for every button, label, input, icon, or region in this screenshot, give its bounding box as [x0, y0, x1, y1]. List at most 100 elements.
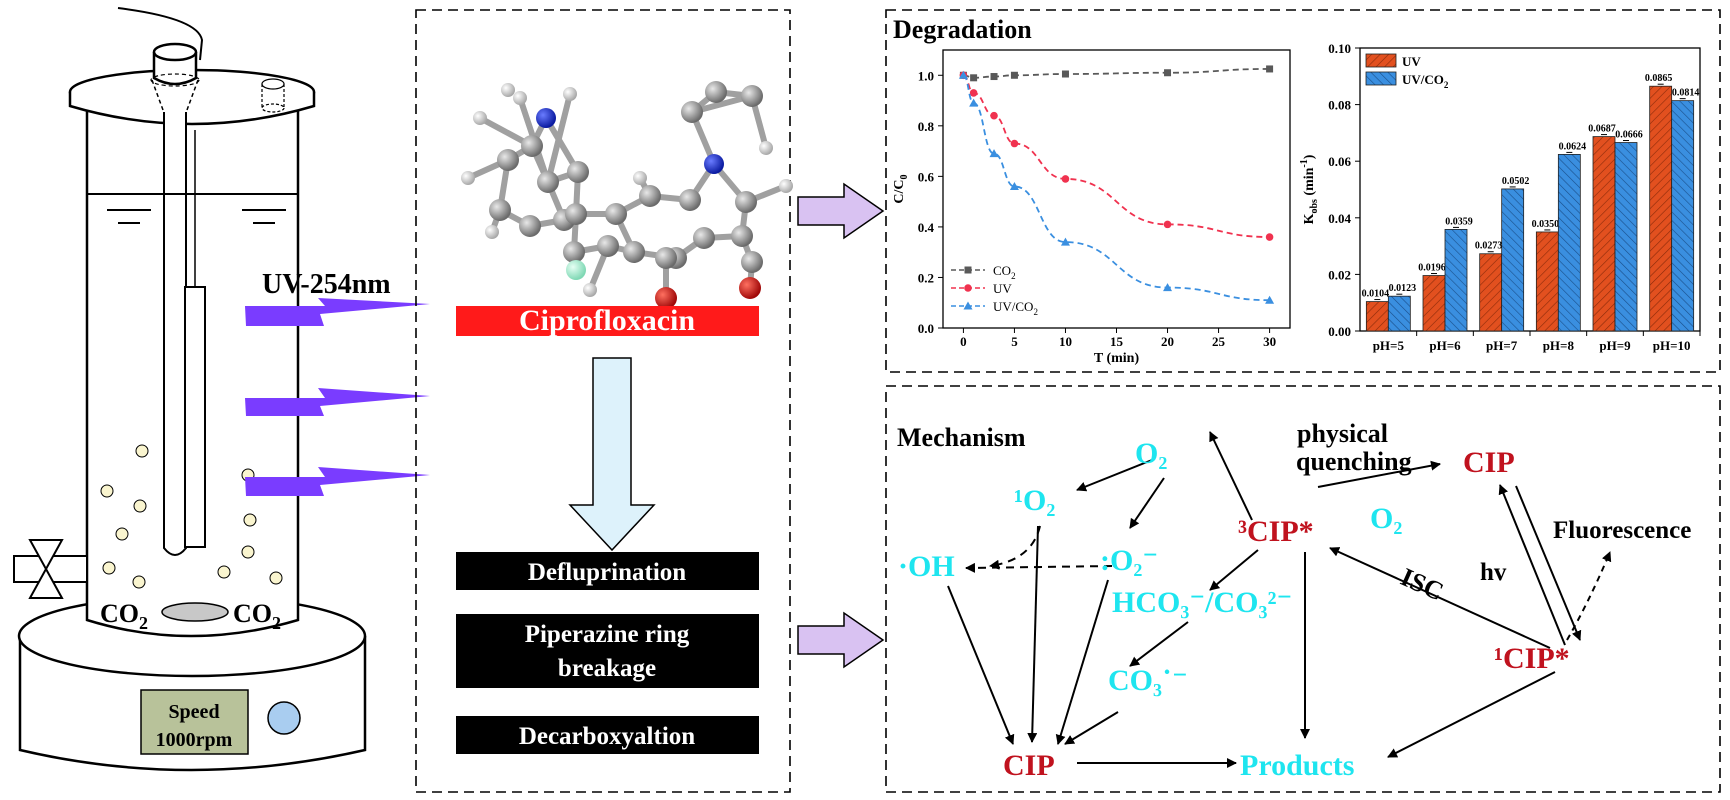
arrow-superoxide-to-oh	[965, 562, 1113, 573]
x-tick-label: 30	[1263, 334, 1276, 349]
bar-uv	[1365, 301, 1389, 332]
ciprofloxacin-molecule-model	[461, 81, 793, 309]
label-physical: physical	[1297, 419, 1388, 448]
hydrogen-atom	[583, 283, 597, 297]
hydrogen-atom	[759, 141, 773, 155]
bar-uv	[1592, 136, 1616, 332]
stir-bar	[161, 602, 229, 622]
bar-uv	[1535, 231, 1559, 332]
data-label: 0.0273	[1475, 241, 1503, 252]
legend-label: CO2	[993, 263, 1016, 281]
bar-uv-co2	[1671, 100, 1695, 332]
y-tick-label: 0.00	[1328, 324, 1351, 339]
carbon-atom	[705, 81, 727, 103]
carbon-atom	[735, 191, 757, 213]
uv-lamp	[184, 286, 206, 548]
species-cip-top: CIP	[1463, 446, 1515, 479]
bar-uv-co2	[1614, 142, 1638, 332]
molecule-name: Ciprofloxacin	[519, 304, 695, 337]
legend-swatch	[1365, 71, 1397, 86]
hydrogen-atom	[473, 111, 487, 125]
y-tick-label: 1.0	[918, 68, 934, 83]
hydrogen-atom	[779, 179, 793, 193]
species-products: Products	[1240, 749, 1354, 782]
hydrogen-atom	[513, 91, 527, 105]
uv-ray-2	[245, 388, 430, 416]
species-carbonate-pair: HCO₃⁻/CO₃²⁻	[1112, 586, 1292, 619]
species-singlet-oxygen: ¹O₂	[1014, 484, 1055, 517]
x-tick-label: 0	[960, 334, 967, 349]
mechanism-panel-frame	[885, 385, 1721, 793]
legend-marker	[963, 301, 973, 310]
x-tick-label: pH=8	[1543, 338, 1575, 353]
step-box-decarboxylation	[456, 716, 759, 754]
co2-label-right: CO2	[233, 599, 281, 633]
bond	[545, 91, 573, 185]
y-tick-label: 0.08	[1328, 98, 1351, 113]
arrow-fluorescence	[1566, 551, 1612, 641]
data-point	[1266, 65, 1274, 73]
label-quenching: quenching	[1296, 447, 1412, 476]
x-tick-label: 10	[1059, 334, 1072, 349]
data-label: 0.0196	[1418, 263, 1446, 274]
data-label: 0.0687	[1588, 124, 1616, 135]
y-axis-label: Kobs (min-1)	[1299, 154, 1320, 224]
hydrogen-atom	[461, 171, 475, 185]
carbon-atom	[623, 241, 645, 263]
arrow-oh-to-cip	[947, 585, 1015, 745]
degradation-path-arrow	[568, 357, 656, 552]
data-label: 0.0350	[1532, 219, 1560, 230]
x-axis-label: T (min)	[1094, 351, 1140, 366]
x-tick-label: 15	[1110, 334, 1124, 349]
legend-marker	[964, 266, 972, 274]
arrow-hv-up	[1498, 484, 1566, 646]
nitrogen-atom	[704, 154, 724, 174]
data-point	[1265, 295, 1275, 304]
y-tick-label: 0.02	[1328, 267, 1351, 282]
carbon-atom	[597, 235, 619, 257]
bar-uv-co2	[1387, 295, 1411, 332]
data-point	[1164, 69, 1172, 77]
x-tick-label: pH=9	[1599, 338, 1631, 353]
arrow-1cip-to-products	[1387, 671, 1556, 758]
legend-marker	[964, 284, 972, 292]
data-label: 0.0624	[1559, 141, 1587, 152]
data-point	[969, 89, 978, 97]
step-box-defluorination	[456, 552, 759, 590]
data-label: 0.0502	[1502, 176, 1530, 187]
uv-ray-3	[245, 467, 430, 496]
label-isc: ISC	[1396, 562, 1447, 606]
bar-uv	[1422, 275, 1446, 332]
data-point	[1060, 237, 1070, 246]
x-tick-label: pH=7	[1486, 338, 1518, 353]
species-singlet-cip: ¹CIP*	[1494, 642, 1570, 675]
series-co2	[959, 65, 1274, 82]
species-triplet-cip: ³CIP*	[1238, 515, 1314, 548]
species-o2-top: O₂	[1135, 437, 1167, 470]
data-point	[1061, 175, 1070, 183]
y-tick-label: 0.4	[918, 220, 935, 235]
arrow-superoxide-to-cip	[1055, 579, 1109, 745]
carbon-atom	[537, 171, 559, 193]
mechanism-diagram: O₂ ¹O₂ :O₂⁻ ·OH ³CIP* HCO₃⁻/CO₃²⁻ CO₃˙⁻ …	[898, 419, 1691, 782]
y-axis-label: C/C0	[892, 174, 910, 203]
species-superoxide: :O₂⁻	[1100, 544, 1158, 577]
arrow-3cip-to-carbonate	[1209, 549, 1259, 591]
x-tick-label: pH=6	[1429, 338, 1461, 353]
x-tick-label: 20	[1161, 334, 1174, 349]
carbon-atom	[497, 149, 519, 171]
bar-uv-co2	[1444, 229, 1468, 332]
step-piperazine-line1: Piperazine ring	[525, 621, 690, 648]
step-defluorination: Defluprination	[528, 559, 686, 586]
step-box-piperazine	[456, 614, 759, 688]
gas-valve	[28, 539, 64, 599]
carbon-atom	[521, 135, 543, 157]
data-point	[990, 73, 998, 81]
data-point	[1010, 139, 1019, 148]
hydrogen-atom	[633, 171, 647, 185]
label-o2-quencher: O₂	[1370, 502, 1402, 535]
y-tick-label: 0.8	[918, 119, 935, 134]
x-tick-label: pH=5	[1373, 338, 1405, 353]
